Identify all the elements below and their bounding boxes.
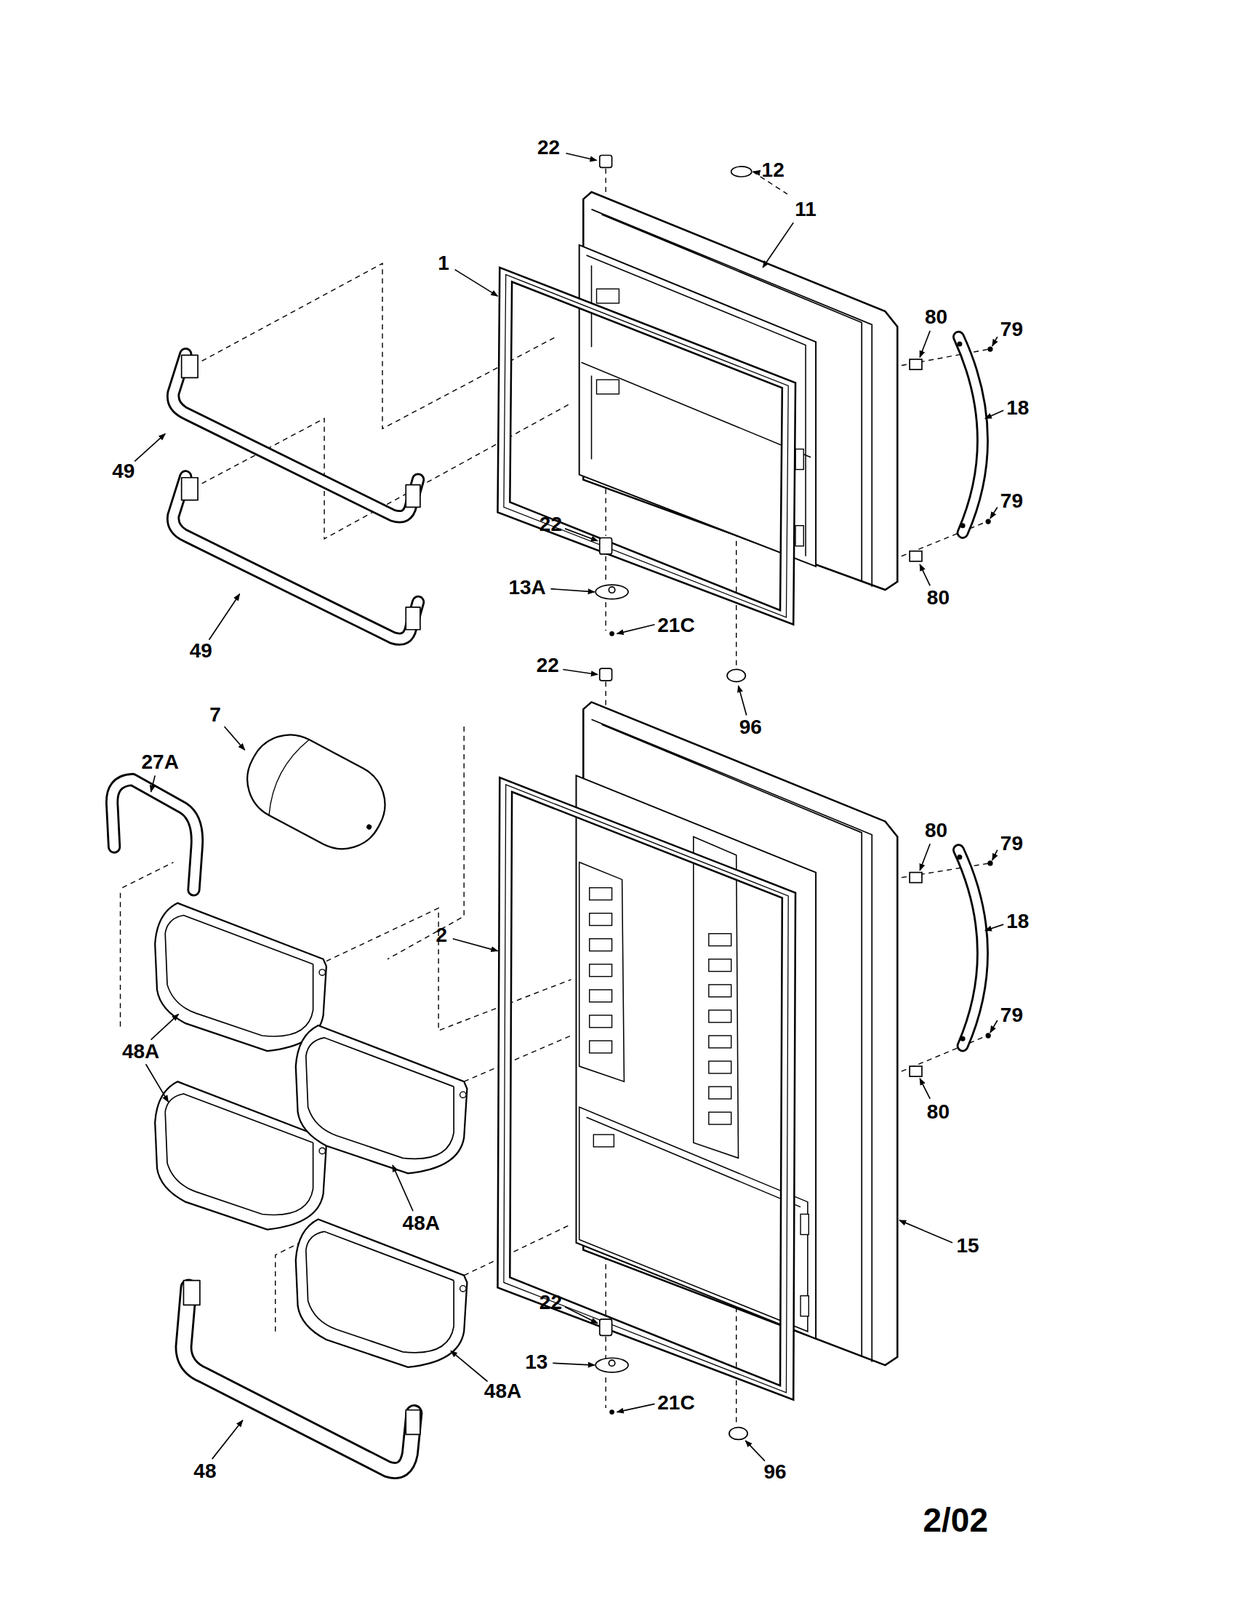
callout-number: 80 xyxy=(924,820,948,841)
door-bin xyxy=(295,1218,468,1367)
callout-number: 80 xyxy=(927,587,950,608)
callout-number: 96 xyxy=(763,1461,786,1482)
freezer-door xyxy=(579,191,898,590)
callout-number: 18 xyxy=(1006,397,1029,419)
door-bin xyxy=(295,1025,468,1173)
callout-number: 22 xyxy=(539,514,563,535)
dairy-cover xyxy=(232,720,400,864)
callout-number: 11 xyxy=(794,199,817,220)
gasket-line xyxy=(503,274,789,618)
callout-number: 2 xyxy=(436,924,448,946)
callout-number: 79 xyxy=(1000,1004,1023,1026)
callout-number: 22 xyxy=(539,1291,563,1313)
bin-handle xyxy=(111,779,198,890)
callout-number: 18 xyxy=(1006,911,1029,932)
callout-number: 96 xyxy=(739,716,762,738)
callout-number: 80 xyxy=(927,1101,950,1122)
freezer-gasket xyxy=(497,267,796,625)
callout-number: 21C xyxy=(657,1392,695,1413)
callout-number: 21C xyxy=(657,615,695,636)
fresh-food-door xyxy=(575,701,898,1365)
fresh-food-gasket xyxy=(497,777,796,1400)
door-handles xyxy=(956,336,983,1046)
callout-number: 48 xyxy=(193,1460,216,1482)
callout-number: 22 xyxy=(537,137,560,158)
callout-number: 79 xyxy=(1000,490,1023,512)
callout-number: 49 xyxy=(111,460,135,482)
leader-lines xyxy=(134,153,1004,1461)
screws xyxy=(909,346,993,1077)
callout-number: 1 xyxy=(437,253,450,274)
callout-number: 79 xyxy=(1000,319,1023,340)
callout-number: 12 xyxy=(761,159,785,181)
gasket-line xyxy=(503,784,789,1393)
callout-number: 48A xyxy=(122,1041,160,1062)
hinge-parts xyxy=(595,155,752,1440)
callout-number: 15 xyxy=(956,1235,980,1256)
callout-number: 48A xyxy=(402,1212,440,1234)
callout-number: 13A xyxy=(508,577,546,598)
date-code: 2/02 xyxy=(923,1502,989,1537)
callout-number: 48A xyxy=(484,1380,522,1402)
callout-number: 80 xyxy=(924,306,948,328)
callout-number: 27A xyxy=(141,751,179,773)
callout-number: 22 xyxy=(536,655,560,676)
assembly-lines xyxy=(120,168,990,1426)
callout-number: 49 xyxy=(189,640,213,661)
callout-number: 13 xyxy=(524,1351,548,1372)
door-bin xyxy=(154,903,327,1051)
callout-number: 79 xyxy=(1000,833,1023,854)
callout-number: 7 xyxy=(209,704,222,725)
